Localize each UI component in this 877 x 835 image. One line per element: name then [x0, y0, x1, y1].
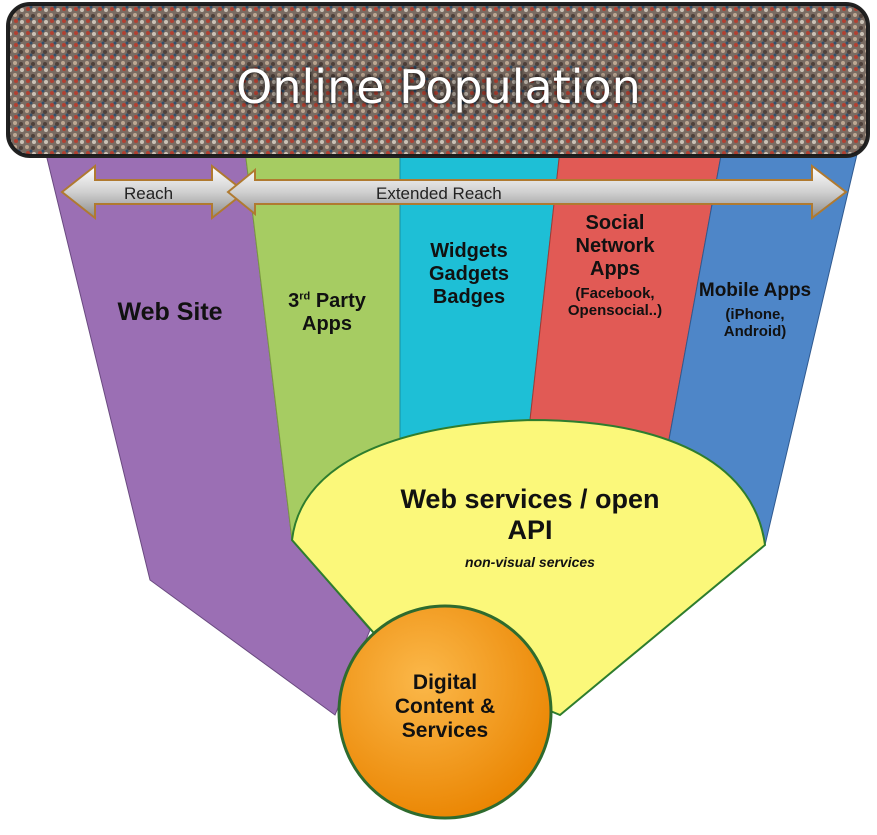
reach-label: Reach	[124, 184, 174, 203]
api-title: Web services / open API non-visual servi…	[350, 484, 710, 570]
extended-reach-arrow	[226, 163, 848, 221]
widgets-label: Widgets Gadgets Badges	[428, 240, 510, 308]
banner-title: Online Population	[236, 60, 641, 114]
mobile-apps-label: Mobile Apps (iPhone, Android)	[698, 280, 812, 341]
web-site-label: Web Site	[117, 298, 223, 326]
api-subtitle: non-visual services	[465, 554, 595, 571]
third-party-label: 3rd Party Apps	[288, 290, 366, 335]
core-circle	[337, 604, 553, 820]
extended-reach-label: Extended Reach	[376, 184, 502, 203]
online-population-banner	[6, 2, 870, 158]
social-network-label: Social Network Apps (Facebook, Opensocia…	[567, 212, 663, 320]
core-label: Digital Content & Services	[394, 671, 496, 743]
